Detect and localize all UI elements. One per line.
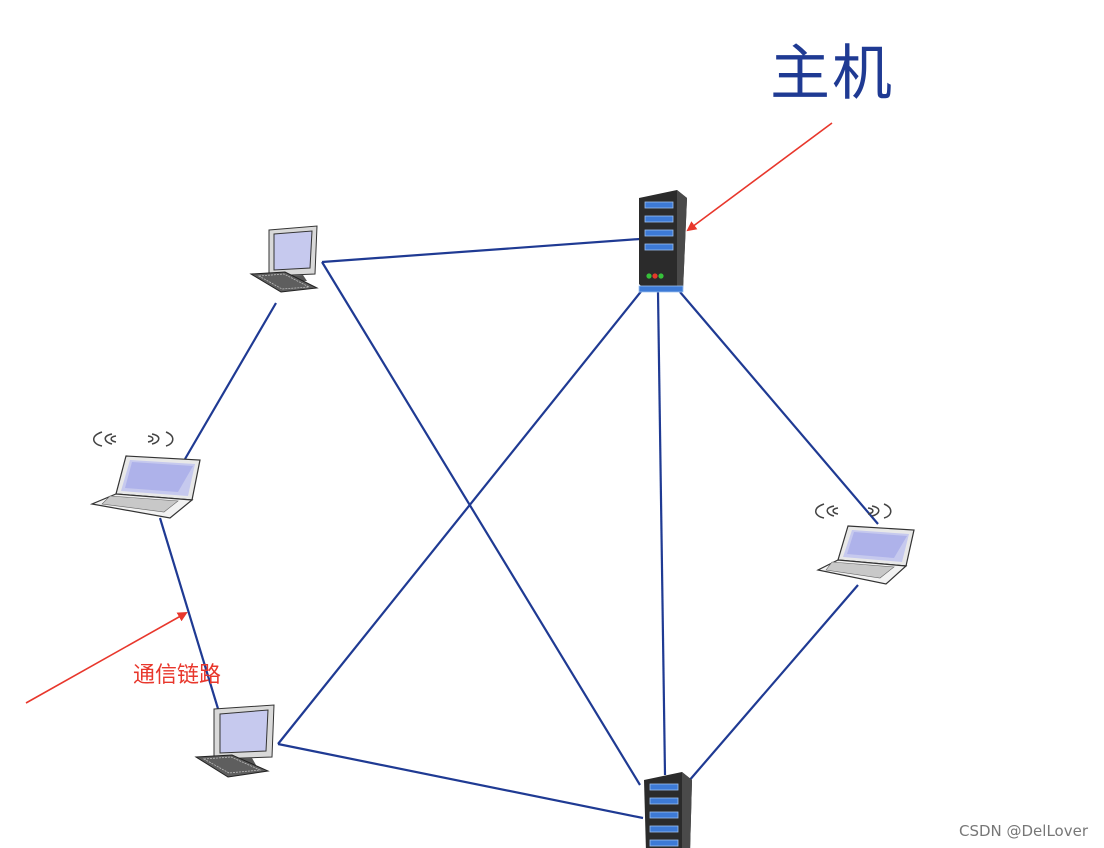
wireless-laptop-icon [89,431,201,519]
communication-link-label: 通信链路 [133,663,222,688]
desktop-computer-icon [194,704,275,778]
communication-links [158,237,879,820]
link-annotation-arrow [25,612,188,704]
link-desktop-top-to-server-bottom [321,261,641,786]
host-annotation-arrow [686,122,833,232]
watermark: CSDN @DelLover [958,822,1088,840]
link-desktop-bottom-to-server-bottom [277,742,644,820]
wireless-laptop-icon [815,503,915,585]
link-desktop-top-to-server-top [321,237,641,264]
server-icon [644,772,692,848]
link-laptop-right-to-server-bottom [687,584,859,783]
desktop-computer-icon [249,225,319,293]
link-server-top-to-laptop-right [679,291,879,525]
link-desktop-bottom-to-server-top [277,288,644,745]
server-icon [638,190,687,293]
link-desktop-top-to-laptop-left [184,302,277,460]
link-server-top-to-server-bottom [656,291,667,776]
host-label: 主机 [770,39,894,109]
link-laptop-left-to-desktop-bottom [158,517,221,713]
